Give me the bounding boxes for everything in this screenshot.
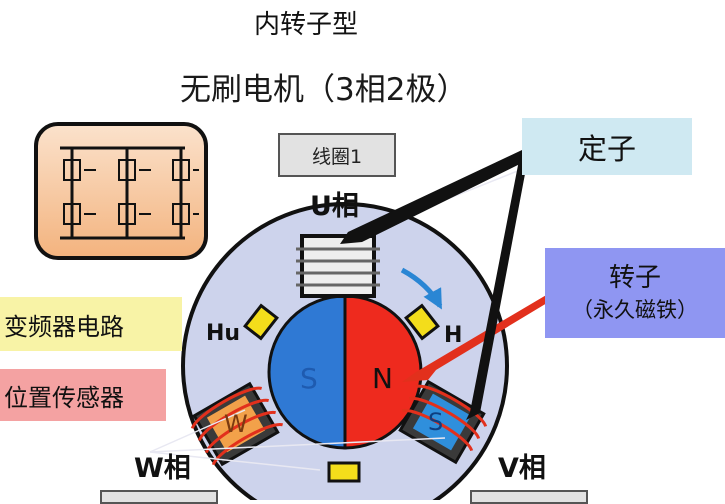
hall-sensor-hv	[404, 303, 440, 341]
v-pole-label: S	[428, 408, 443, 436]
hall-sensor-hu	[243, 303, 279, 341]
coil-label-box-bottom-right	[470, 490, 588, 504]
coil-label-box-bottom-left	[100, 490, 218, 504]
hall-sensor-hw	[327, 461, 361, 483]
diagram-subtitle: 无刷电机（3相2极）	[180, 72, 468, 108]
rotor-south-half	[267, 294, 347, 450]
v-phase-coil	[398, 379, 488, 465]
rotor-pointer-arrow	[402, 294, 552, 382]
rotor	[267, 294, 423, 450]
u-phase-label: U相	[310, 191, 359, 222]
stator-pointer-arrows	[340, 150, 528, 420]
rotor-south-label: S	[300, 362, 318, 395]
rotor-north-label: N	[372, 362, 393, 395]
inverter-label: 变频器电路	[0, 297, 182, 351]
u-phase-coil	[296, 234, 380, 298]
diagram-title: 内转子型	[254, 10, 359, 40]
hall-hu-label: Hu	[206, 321, 240, 346]
rotor-label-sub: （永久磁铁）	[572, 298, 698, 322]
coil1-label: 线圈1	[278, 133, 396, 177]
rotor-label-main: 转子	[608, 263, 661, 293]
w-pole-label: W	[224, 410, 248, 438]
rotation-arrow	[400, 267, 443, 310]
hall-hv-label: H	[444, 323, 462, 348]
rotor-label: 转子 （永久磁铁）	[545, 248, 725, 338]
position-sensor-label: 位置传感器	[0, 369, 166, 421]
stator-label: 定子	[522, 118, 692, 175]
w-phase-coil	[190, 381, 284, 467]
w-phase-label: W相	[134, 453, 191, 484]
inverter-circuit-icon	[34, 122, 208, 260]
v-phase-label: V相	[498, 453, 546, 484]
